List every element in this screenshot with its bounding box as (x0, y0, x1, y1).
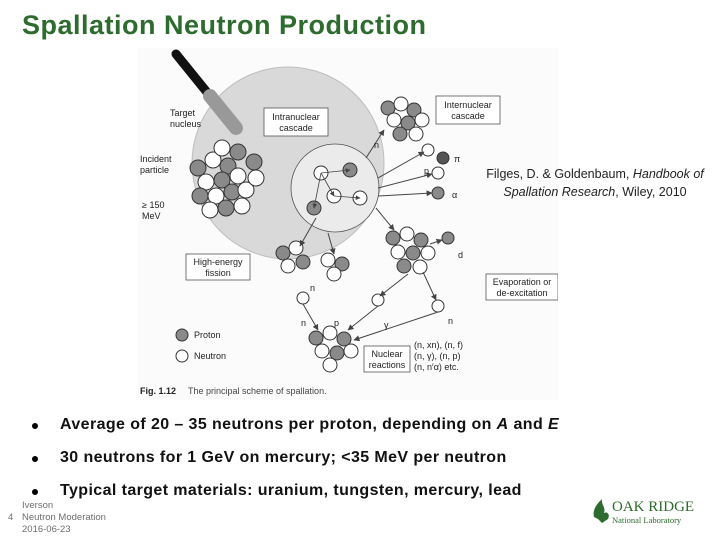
logo-line1: OAK RIDGE (612, 499, 694, 515)
footer-author: Iverson (22, 500, 54, 511)
cascade-particles (306, 162, 368, 216)
label-evaporation: Evaporation or de-excitation (485, 273, 558, 301)
particle-label-p1: p (424, 166, 429, 176)
svg-text:High-energy: High-energy (193, 257, 243, 267)
internuclear-cluster (380, 96, 430, 142)
ornl-logo: OAK RIDGE National Laboratory (588, 495, 700, 527)
label-reactions-line1: (n, xn), (n, f) (414, 340, 463, 350)
fission-fragment-cluster (275, 240, 350, 282)
particle-label-n2: n (310, 283, 315, 293)
citation-authors: Filges, D. & Goldenbaum, (486, 167, 633, 181)
spallation-diagram: Intranuclear cascade Internuclear cascad… (138, 48, 558, 400)
figure-citation: Filges, D. & Goldenbaum, Handbook of Spa… (470, 165, 720, 201)
label-target-nucleus: Target (170, 108, 196, 118)
particle-label-n3: n (301, 318, 306, 328)
svg-text:cascade: cascade (279, 123, 313, 133)
citation-publisher: , Wiley, 2010 (615, 185, 687, 199)
particle-label-d: d (458, 250, 463, 260)
svg-text:particle: particle (140, 165, 169, 175)
label-nuclear-reactions: Nuclear reactions (363, 345, 411, 373)
particle-label-pi: π (454, 154, 460, 164)
svg-text:Intranuclear: Intranuclear (272, 112, 320, 122)
label-energy: ≥ 150 (142, 200, 164, 210)
reaction-arrows (299, 129, 443, 342)
spallation-scheme-figure: Intranuclear cascade Internuclear cascad… (138, 48, 558, 400)
bullet-dot (32, 489, 38, 495)
svg-text:Internuclear: Internuclear (444, 100, 492, 110)
label-reactions-line3: (n, n′α) etc. (414, 362, 459, 372)
svg-text:de-excitation: de-excitation (496, 288, 547, 298)
label-intranuclear: Intranuclear cascade (263, 107, 329, 137)
legend-proton-swatch (175, 328, 189, 342)
fission-cluster (385, 226, 436, 275)
svg-text:nucleus: nucleus (170, 119, 202, 129)
logo-line2: National Laboratory (612, 515, 682, 525)
bullet-dot (32, 456, 38, 462)
emitted-particles (296, 143, 455, 313)
nucleus-cluster-main (189, 139, 265, 219)
footer-course: Neutron Moderation (22, 512, 106, 523)
bullet-item: Typical target materials: uranium, tungs… (30, 482, 690, 515)
bullet-item: Average of 20 – 35 neutrons per proton, … (30, 416, 690, 449)
svg-text:MeV: MeV (142, 211, 161, 221)
svg-text:Nuclear: Nuclear (371, 349, 402, 359)
label-reactions-line2: (n, γ), (n, p) (414, 351, 461, 361)
svg-text:Evaporation or: Evaporation or (493, 277, 552, 287)
legend-neutron: Neutron (194, 351, 226, 361)
svg-text:fission: fission (205, 268, 231, 278)
legend-proton: Proton (194, 330, 221, 340)
intranuclear-cascade-circle (290, 143, 380, 233)
reaction-cluster (308, 325, 359, 373)
oak-leaf-icon (593, 499, 609, 523)
bullet-list: Average of 20 – 35 neutrons per proton, … (30, 416, 690, 515)
bullet-item: 30 neutrons for 1 GeV on mercury; <35 Me… (30, 449, 690, 482)
footer-date: 2016-06-23 (22, 524, 71, 535)
slide-footer: Iverson 4 Neutron Moderation 2016-06-23 (8, 500, 106, 536)
label-incident-particle: Incident (140, 154, 172, 164)
bullet-dot (32, 423, 38, 429)
incident-beam (171, 49, 243, 135)
label-internuclear: Internuclear cascade (435, 95, 501, 125)
particle-label-p2: p (334, 318, 339, 328)
particle-label-alpha: α (452, 190, 457, 200)
particle-label-gamma: γ (384, 320, 389, 330)
svg-text:reactions: reactions (369, 360, 406, 370)
legend-neutron-swatch (175, 349, 189, 363)
citation-book-title: Handbook of Spallation Research (503, 167, 704, 199)
figure-caption-number: Fig. 1.12 (140, 386, 176, 396)
svg-text:cascade: cascade (451, 111, 485, 121)
label-fission: High-energy fission (185, 253, 251, 281)
particle-label-n1: n (374, 140, 379, 150)
particle-label-n4: n (448, 316, 453, 326)
ornl-logo-mark: OAK RIDGE National Laboratory (593, 499, 694, 525)
figure-caption-text: The principal scheme of spallation. (188, 386, 327, 396)
slide-title: Spallation Neutron Production (22, 10, 427, 40)
slide-number: 4 (8, 512, 14, 523)
